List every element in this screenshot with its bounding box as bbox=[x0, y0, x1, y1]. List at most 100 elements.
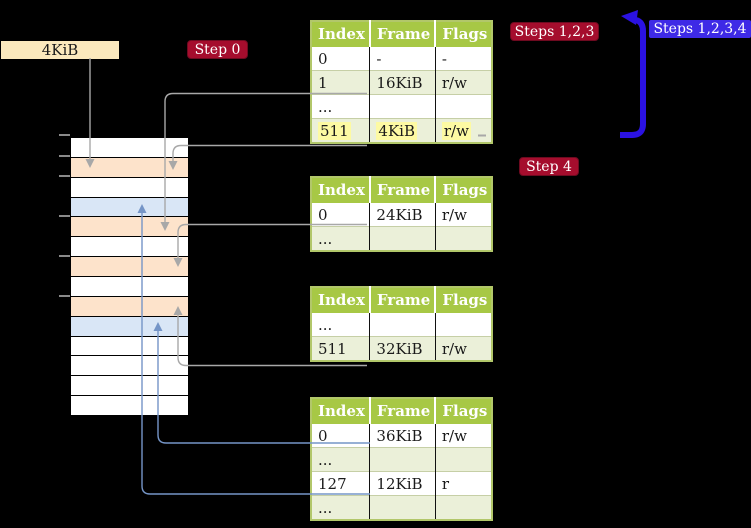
table-cell bbox=[369, 313, 436, 337]
column-header: Index bbox=[311, 287, 371, 313]
table-cell bbox=[435, 94, 493, 119]
steps1234-label: Steps 1,2,3,4 bbox=[653, 21, 747, 37]
step0-label: Step 0 bbox=[194, 41, 241, 58]
table-cell bbox=[435, 495, 493, 520]
memory-frame-row-orange bbox=[71, 296, 188, 317]
address-tick bbox=[59, 215, 70, 217]
table-cell bbox=[435, 313, 492, 337]
column-header: Frame bbox=[369, 21, 437, 47]
column-header: Flags bbox=[435, 287, 493, 313]
table-cell: 0 bbox=[311, 424, 371, 448]
column-header: Index bbox=[311, 21, 371, 47]
column-header: Flags bbox=[435, 398, 493, 424]
frame-address-label: 4KiB bbox=[41, 41, 79, 59]
table-row: ... bbox=[311, 94, 493, 119]
memory-frame-row-white bbox=[71, 336, 188, 357]
memory-frame-row-white bbox=[71, 376, 188, 397]
table-cell bbox=[435, 447, 493, 472]
physical-memory-column bbox=[70, 137, 189, 416]
memory-frame-row-orange bbox=[71, 217, 188, 238]
memory-frame-row-white bbox=[71, 237, 188, 258]
table-cell: ... bbox=[311, 94, 371, 119]
column-header: Index bbox=[311, 177, 371, 203]
table-cell: 16KiB bbox=[369, 70, 436, 95]
table-cell: 36KiB bbox=[369, 424, 436, 448]
table-cell: - bbox=[441, 49, 447, 68]
memory-frame-row-white bbox=[71, 138, 188, 158]
memory-frame-row-white bbox=[71, 396, 188, 416]
address-tick bbox=[59, 134, 70, 136]
table-cell: 0 bbox=[311, 47, 371, 71]
table-cell: 511 bbox=[311, 118, 371, 143]
table-cell: r/w bbox=[435, 70, 493, 95]
step4-label: Step 4 bbox=[526, 158, 572, 175]
table-cell: 127 bbox=[311, 471, 371, 496]
steps123-label: Steps 1,2,3 bbox=[514, 23, 595, 40]
memory-frame-row-orange bbox=[71, 157, 188, 178]
column-header: Frame bbox=[369, 177, 437, 203]
table-cell bbox=[369, 495, 436, 520]
column-header: Frame bbox=[369, 398, 437, 424]
table-cell: ... bbox=[311, 447, 371, 472]
steps-bracket-arrow bbox=[620, 10, 646, 138]
column-header: Flags bbox=[435, 177, 493, 203]
table-cell: 24KiB bbox=[369, 203, 436, 227]
memory-frame-row-white bbox=[71, 277, 188, 297]
step4-badge: Step 4 bbox=[519, 157, 579, 176]
table-cell: - bbox=[369, 47, 436, 71]
column-header: Index bbox=[311, 398, 371, 424]
table-cell: r bbox=[435, 471, 493, 496]
steps123-badge: Steps 1,2,3 bbox=[510, 22, 599, 41]
table-cell: 32KiB bbox=[369, 336, 436, 361]
table-cell: r/w bbox=[435, 118, 493, 143]
frame-address-box: 4KiB bbox=[1, 41, 119, 59]
table-row: ... bbox=[311, 226, 493, 251]
address-tick bbox=[59, 295, 70, 297]
table-cell: ... bbox=[311, 495, 371, 520]
memory-frame-row-white bbox=[71, 356, 188, 377]
table-row: ... bbox=[311, 313, 492, 337]
memory-frame-row-blue bbox=[71, 197, 188, 218]
table-cell: r/w bbox=[441, 426, 467, 445]
table-cell bbox=[369, 226, 436, 251]
table-cell: 511 bbox=[311, 336, 371, 361]
table-cell: 4KiB bbox=[369, 118, 436, 143]
table-cell: r/w bbox=[441, 205, 467, 224]
memory-frame-row-orange bbox=[71, 257, 188, 278]
column-header: Frame bbox=[369, 287, 437, 313]
table-cell bbox=[435, 226, 493, 251]
table-cell: 1 bbox=[311, 70, 371, 95]
steps1234-badge: Steps 1,2,3,4 bbox=[649, 20, 751, 38]
table-row: 0-- bbox=[311, 47, 492, 71]
table-cell: ... bbox=[311, 313, 371, 337]
table-cell bbox=[369, 447, 436, 472]
address-tick bbox=[59, 155, 70, 157]
memory-frame-row-white bbox=[71, 177, 188, 198]
table-row: ... bbox=[311, 495, 493, 520]
table-cell bbox=[369, 94, 436, 119]
table-cell: 0 bbox=[311, 203, 371, 227]
table-cell: 12KiB bbox=[369, 471, 436, 496]
memory-frame-row-blue bbox=[71, 316, 188, 337]
address-tick bbox=[59, 175, 70, 177]
address-tick bbox=[59, 255, 70, 257]
column-header: Flags bbox=[435, 21, 493, 47]
table-cell: ... bbox=[311, 226, 371, 251]
